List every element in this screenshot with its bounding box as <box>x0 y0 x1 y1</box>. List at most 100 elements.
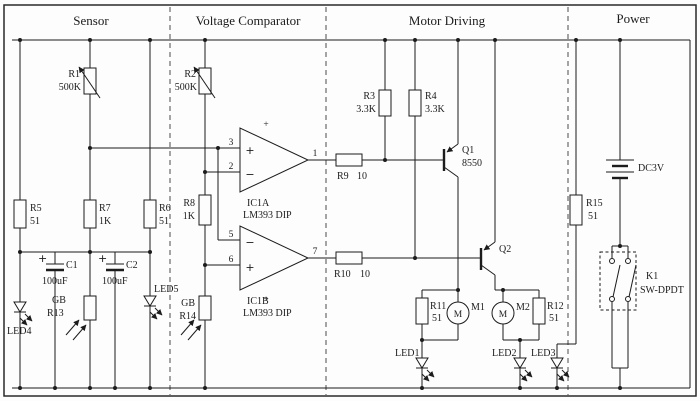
resistor-r10: R10 10 <box>334 251 370 280</box>
opamp-ic1b: 5 6 7 − + + IC1B LM393 DIP <box>229 225 318 319</box>
opamp-ic1a: 3 2 1 + − + IC1A LM393 DIP <box>229 120 318 221</box>
ic1a-pin2-label: 2 <box>229 162 234 172</box>
r13-type: GB <box>52 295 66 306</box>
c1-name: C1 <box>66 260 78 271</box>
r14-name: R14 <box>179 311 196 322</box>
r5-name: R5 <box>30 203 42 214</box>
resistor-r5: R5 51 <box>13 199 42 229</box>
ic1b-plus-sign: + <box>245 261 254 274</box>
r8-value: 1K <box>183 211 196 222</box>
junction-dots <box>18 38 622 390</box>
led3: LED3 <box>531 348 570 382</box>
capacitor-c2: + C2 100uF <box>98 252 138 287</box>
r7-value: 1K <box>99 216 112 227</box>
r12-value: 51 <box>549 313 559 324</box>
section-title-comparator: Voltage Comparator <box>196 13 301 28</box>
resistor-r7: R7 1K <box>83 199 112 229</box>
led4-label: LED4 <box>7 326 31 337</box>
section-title-motor: Motor Driving <box>409 13 486 28</box>
photoresistor-r14: GB R14 <box>179 295 212 341</box>
r11-value: 51 <box>432 313 442 324</box>
ic1a-part: LM393 DIP <box>243 210 292 221</box>
resistor-r4: R4 3.3K <box>408 89 446 117</box>
r2-name: R2 <box>184 69 196 80</box>
ic1a-plus-sign: + <box>245 144 254 157</box>
led1-label: LED1 <box>395 348 419 359</box>
resistor-r8: R8 1K <box>183 194 212 226</box>
r6-value: 51 <box>159 216 169 227</box>
c2-polarity-sign: + <box>98 252 107 265</box>
resistor-r12: R12 51 <box>532 297 564 325</box>
k1-type: SW-DPDT <box>640 285 684 296</box>
led2: LED2 <box>492 348 533 382</box>
r13-name: R13 <box>47 308 64 319</box>
r9-name: R9 <box>337 171 349 182</box>
led3-label: LED3 <box>531 348 555 359</box>
r3-name: R3 <box>363 91 375 102</box>
r12-name: R12 <box>547 301 564 312</box>
battery-dc3v: DC3V <box>606 159 665 180</box>
q2-name: Q2 <box>499 244 511 255</box>
section-separators <box>169 7 569 395</box>
ic1b-pin5-label: 5 <box>229 230 234 240</box>
q1-name: Q1 <box>462 145 474 156</box>
led5-label: LED5 <box>154 284 178 295</box>
ic1b-pin6-label: 6 <box>229 255 234 265</box>
photoresistor-r13: GB R13 <box>47 295 97 341</box>
led5: LED5 <box>143 284 178 320</box>
ic1b-name: IC1B <box>247 296 269 307</box>
r10-name: R10 <box>334 269 351 280</box>
resistor-r11: R11 51 <box>415 297 446 325</box>
ic1b-pin7-label: 7 <box>313 247 318 257</box>
c1-polarity-sign: + <box>38 252 47 265</box>
r4-name: R4 <box>425 91 437 102</box>
r11-name: R11 <box>430 301 446 312</box>
m1-symbol: M <box>454 310 463 320</box>
r6-name: R6 <box>159 203 171 214</box>
switch-k1: K1 SW-DPDT <box>599 251 684 311</box>
m1-label: M1 <box>471 302 485 313</box>
ic1b-power-mark: + <box>263 295 268 305</box>
ic1a-minus-sign: − <box>245 168 254 181</box>
r5-value: 51 <box>30 216 40 227</box>
circuit-wires <box>12 39 691 389</box>
ic1a-power-mark: + <box>263 120 268 130</box>
k1-name: K1 <box>646 271 658 282</box>
transistor-q1: Q1 8550 <box>442 143 482 171</box>
c2-name: C2 <box>126 260 138 271</box>
capacitor-c1: + C1 100uF <box>38 252 78 287</box>
r8-name: R8 <box>183 198 195 209</box>
r2-value: 500K <box>175 82 198 93</box>
resistor-r6: R6 51 <box>143 199 171 229</box>
resistor-r9: R9 10 <box>335 153 367 182</box>
transistor-q2: Q2 <box>479 241 511 270</box>
r15-value: 51 <box>588 211 598 222</box>
motor-m1: M M1 <box>446 301 485 325</box>
r3-value: 3.3K <box>356 104 377 115</box>
led4: LED4 <box>7 301 33 337</box>
r10-value: 10 <box>360 269 370 280</box>
r1-value: 500K <box>59 82 82 93</box>
ic1b-part: LM393 DIP <box>243 308 292 319</box>
resistor-r3: R3 3.3K <box>356 89 392 117</box>
ic1a-pin1-label: 1 <box>313 149 318 159</box>
ic1a-pin3-label: 3 <box>229 138 234 148</box>
c1-value: 100uF <box>42 276 68 287</box>
section-title-power: Power <box>616 11 650 26</box>
r9-value: 10 <box>357 171 367 182</box>
diagram-border <box>3 4 697 397</box>
r14-type: GB <box>181 298 195 309</box>
r4-value: 3.3K <box>425 104 446 115</box>
ic1b-minus-sign: − <box>245 236 254 249</box>
section-title-sensor: Sensor <box>73 13 109 28</box>
m2-symbol: M <box>499 310 508 320</box>
battery-label: DC3V <box>638 163 665 174</box>
c2-value: 100uF <box>102 276 128 287</box>
resistor-r15: R15 51 <box>569 194 603 226</box>
ic1a-name: IC1A <box>247 198 270 209</box>
led2-label: LED2 <box>492 348 516 359</box>
led1: LED1 <box>395 348 435 382</box>
m2-label: M2 <box>516 302 530 313</box>
